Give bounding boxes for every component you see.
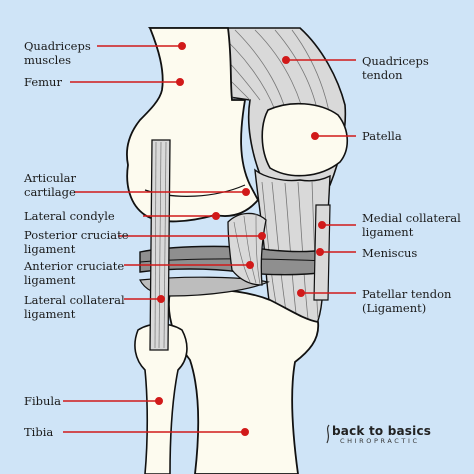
leader-lines bbox=[63, 41, 356, 436]
label-femur: Femur bbox=[24, 75, 62, 89]
spine-icon bbox=[326, 424, 330, 444]
brand-name: back to basics bbox=[332, 424, 432, 438]
brand-logo: back to basics CHIROPRACTIC bbox=[326, 424, 452, 445]
label-meniscus: Meniscus bbox=[362, 246, 418, 260]
brand-tagline: CHIROPRACTIC bbox=[340, 437, 420, 445]
tibia-shape bbox=[168, 288, 320, 474]
label-patellar-tendon: Patellar tendon(Ligament) bbox=[362, 287, 452, 315]
label-fibula: Fibula bbox=[24, 394, 61, 408]
label-patella: Patella bbox=[362, 129, 402, 143]
label-lateral-condyle: Lateral condyle bbox=[24, 209, 115, 223]
patella-shape bbox=[261, 102, 349, 177]
label-tibia: Tibia bbox=[24, 425, 54, 439]
